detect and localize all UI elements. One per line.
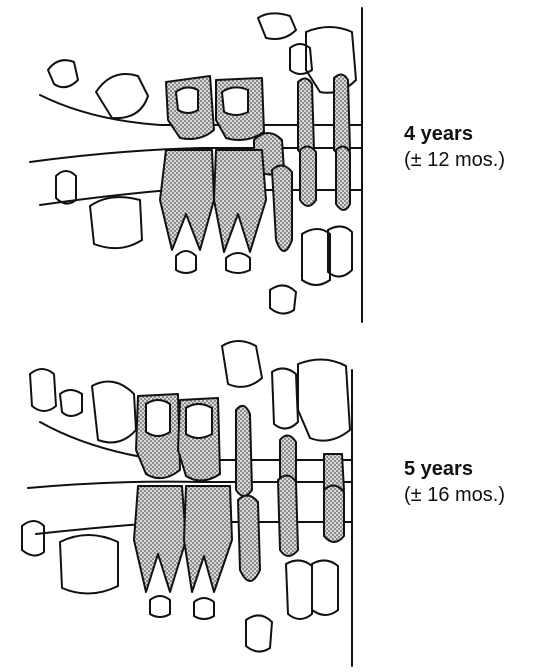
primary-molar [160,150,214,250]
primary-incisor [298,78,314,155]
tooth-crown [30,369,56,411]
tooth-crown [150,596,170,617]
tooth-crown [56,171,76,204]
tooth-crown [146,400,170,436]
age-text: 4 years [404,121,505,147]
tooth-crown [226,253,250,273]
primary-incisor [324,485,344,542]
tooth-crown [246,615,272,651]
tooth-crown [302,229,330,285]
tooth-crown [222,341,262,387]
primary-incisor [334,74,350,155]
primary-incisor [336,146,350,210]
primary-incisor [278,475,298,556]
stage-label-4-years: 4 years (± 12 mos.) [404,121,505,173]
tooth-crown [92,382,136,443]
tooth-crown [48,60,78,87]
tooth-crown [328,226,352,276]
primary-molar [214,150,266,252]
tooth-crown [186,404,212,438]
tooth-crown [90,197,142,248]
tooth-crown [270,285,296,313]
tooth-crown [96,74,148,118]
jaw-drawing-4-years [0,0,400,330]
age-text: 5 years [404,456,505,482]
tooth-crown [272,368,298,428]
jaw-drawing-5-years [0,330,400,672]
primary-molar [184,486,232,592]
tooth-crown [286,560,312,619]
stage-panel-4-years: 4 years (± 12 mos.) [0,0,547,330]
tooth-crown [222,87,248,115]
tooth-crown [176,87,198,113]
tooth-crown [60,390,82,416]
primary-canine [236,406,252,496]
primary-molar [134,486,186,592]
tooth-crown [298,359,350,440]
stage-panel-5-years: 5 years (± 16 mos.) [0,330,547,672]
tooth-crown [60,535,118,594]
age-range-text: (± 12 mos.) [404,147,505,173]
stage-label-5-years: 5 years (± 16 mos.) [404,456,505,508]
tooth-crown [176,251,196,273]
tooth-crown [258,13,296,39]
primary-canine [272,165,292,251]
primary-incisor [300,146,316,206]
tooth-crown [194,598,214,619]
primary-canine [238,495,260,581]
age-range-text: (± 16 mos.) [404,482,505,508]
tooth-crown [290,44,312,74]
tooth-crown [22,521,44,556]
tooth-crown [312,560,338,615]
